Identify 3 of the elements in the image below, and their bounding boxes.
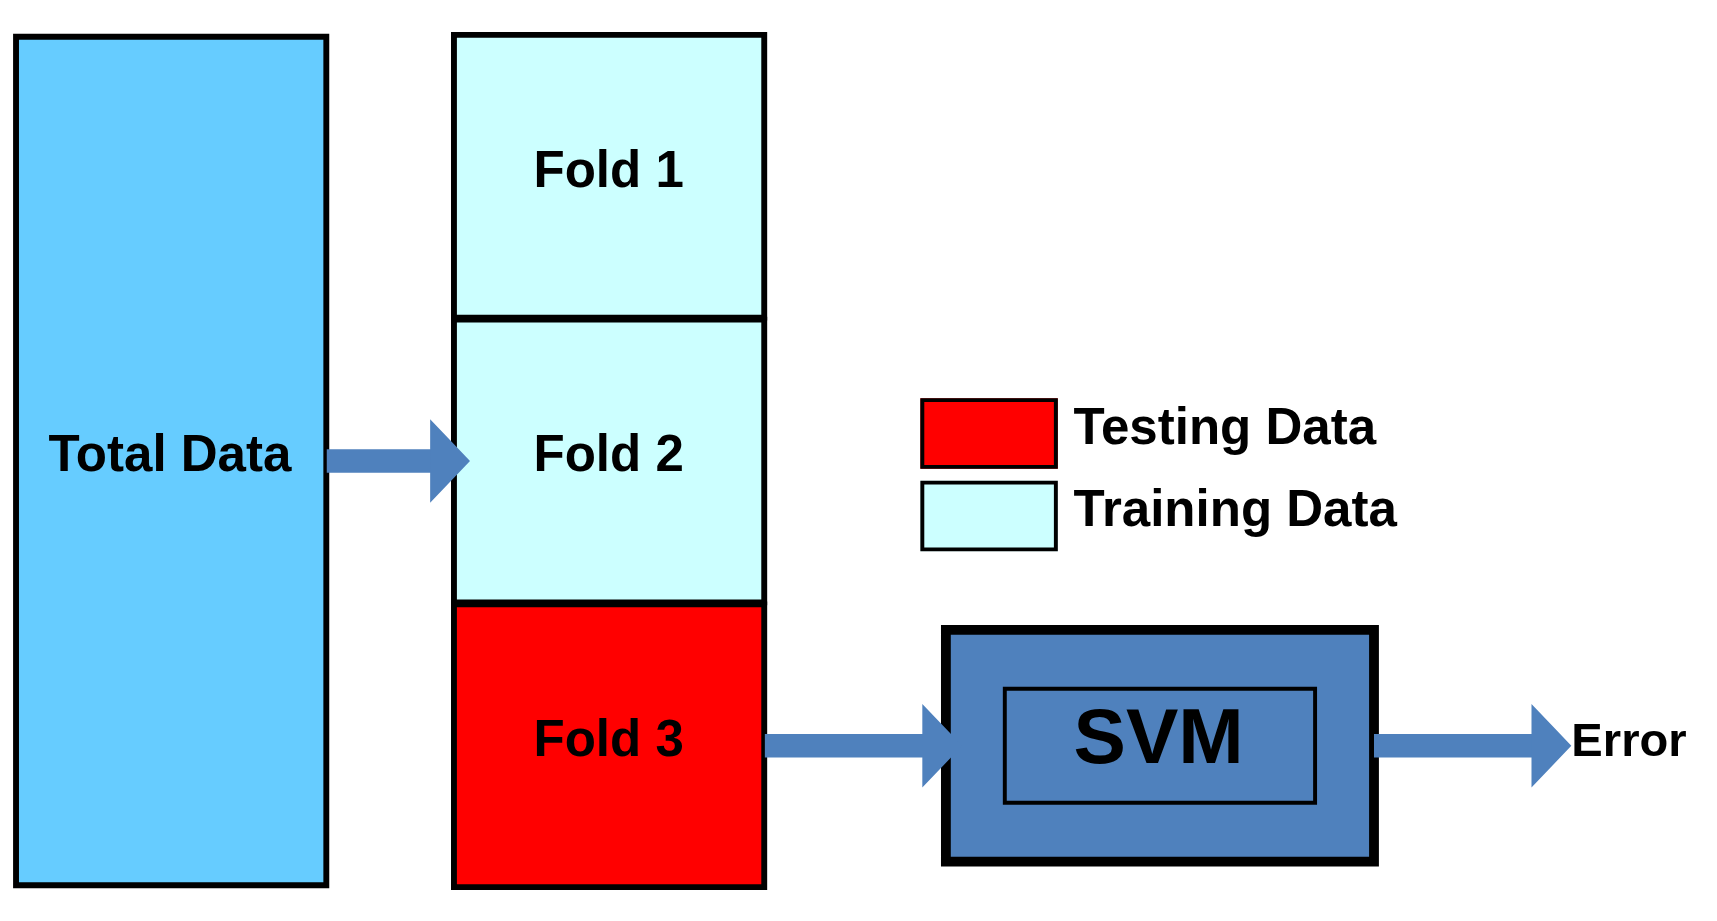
legend-label: Training Data bbox=[1073, 479, 1397, 537]
legend-label: Testing Data bbox=[1073, 397, 1377, 455]
node-text: Error bbox=[1571, 712, 1687, 766]
